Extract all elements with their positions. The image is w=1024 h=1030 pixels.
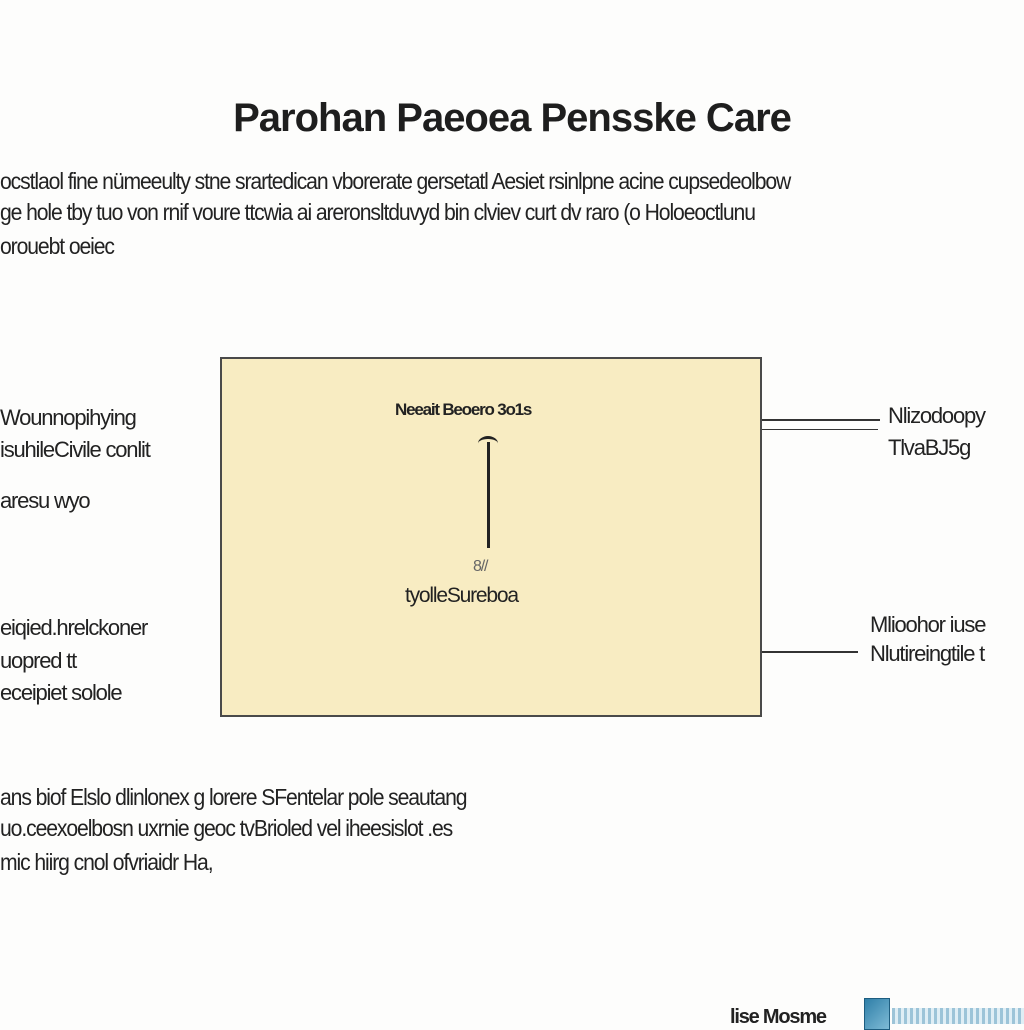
left-label: uopred tt xyxy=(0,648,77,673)
logo-graphic xyxy=(892,1008,1024,1024)
footer-logo-text: lise Mosme xyxy=(730,1006,827,1028)
diagram-box xyxy=(220,357,762,717)
left-label: Wounnopihying xyxy=(0,405,137,430)
right-label: TlvaBJ5g xyxy=(888,435,971,460)
connector-line xyxy=(487,442,490,548)
left-label: eceipiet solole xyxy=(0,680,123,705)
box-bottom-label: tyolleSureboa xyxy=(405,584,519,607)
left-label: isuhileCivile conlit xyxy=(0,437,151,462)
right-label: Nlizodoopy xyxy=(888,403,986,428)
callout-line xyxy=(762,429,878,430)
outro-line: ans biof Elslo dlinlonex g lorere SFente… xyxy=(0,784,468,810)
box-heading: Neeait Beoero 3o1s xyxy=(395,400,532,419)
callout-line xyxy=(762,651,858,653)
intro-line: ge hole tby tuo von rnif voure ttcwia ai… xyxy=(0,199,756,225)
logo-icon xyxy=(864,998,890,1030)
intro-line: ocstlaol fine nümeeulty stne srartedican… xyxy=(0,168,791,194)
right-label: Nlutireingtile t xyxy=(870,641,985,666)
intro-line: orouebt oeiec xyxy=(0,233,115,259)
fork-icon xyxy=(478,436,498,451)
left-label: aresu wyo xyxy=(0,488,91,513)
outro-line: mic hiirg cnol ofvriaidr Ha, xyxy=(0,849,214,875)
callout-line xyxy=(762,419,880,421)
page-title: Parohan Paeoea Pensske Care xyxy=(233,96,792,140)
right-label: Mlioohor iuse xyxy=(870,612,986,637)
box-mid-label: 8// xyxy=(473,558,488,575)
outro-line: uo.ceexoelbosn uxrnie geoc tvBrioled vel… xyxy=(0,815,453,841)
left-label: eiqied.hrelckoner xyxy=(0,615,148,640)
